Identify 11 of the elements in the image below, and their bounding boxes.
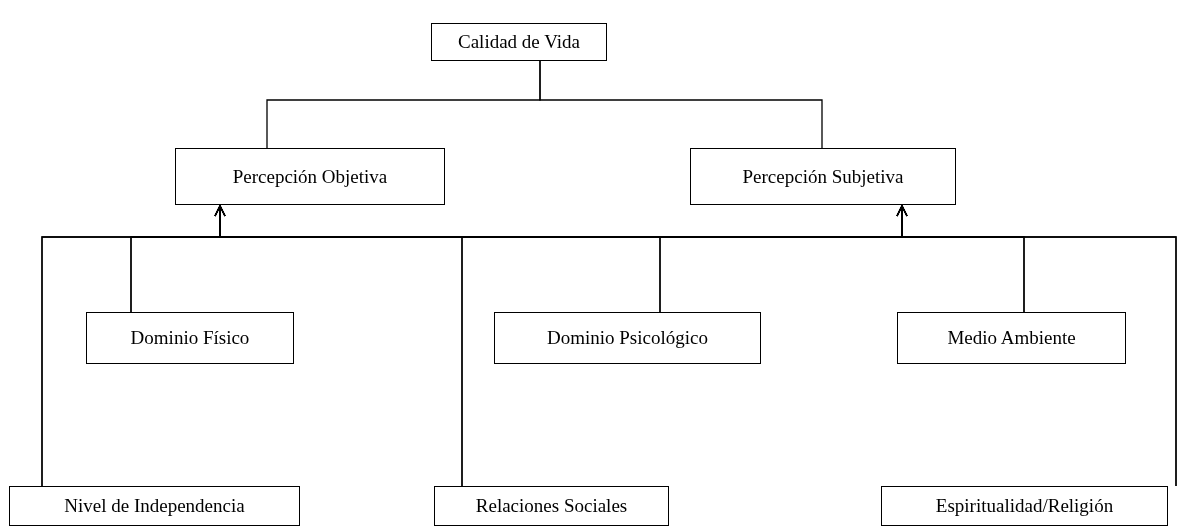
concept-box: Nivel de Independencia — [9, 486, 300, 526]
arrow — [896, 205, 1177, 487]
concept-box: Dominio Psicológico — [494, 312, 761, 364]
concept-box: Medio Ambiente — [897, 312, 1126, 364]
concept-box: Relaciones Sociales — [434, 486, 669, 526]
concept-box: Percepción Objetiva — [175, 148, 445, 205]
connector-line — [539, 60, 823, 149]
concept-box: Espiritualidad/Religión — [881, 486, 1168, 526]
concept-box: Percepción Subjetiva — [690, 148, 956, 205]
concept-box: Calidad de Vida — [431, 23, 607, 61]
concept-box: Dominio Físico — [86, 312, 294, 364]
